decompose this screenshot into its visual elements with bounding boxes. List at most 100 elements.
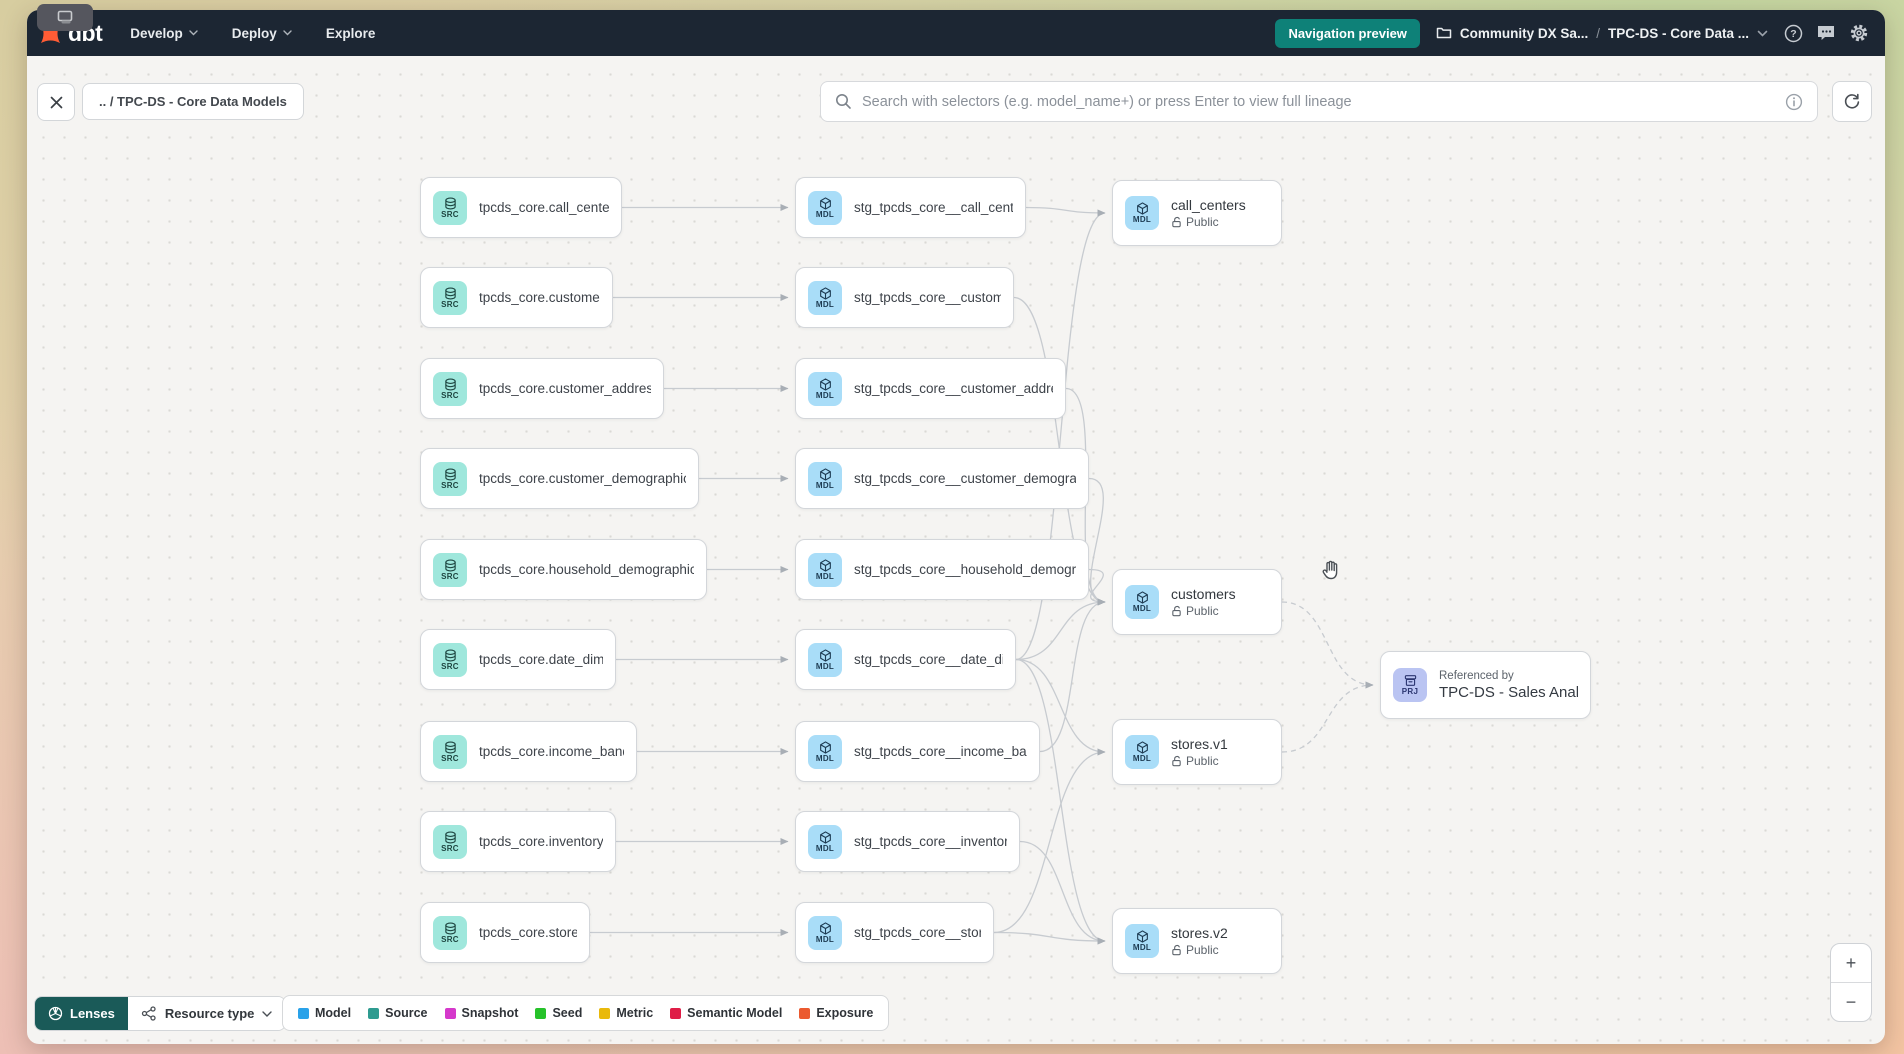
edge-stg-call-center-to-mdl-call-centers [1025,206,1106,217]
model-icon: MDL [1125,196,1159,230]
search-input[interactable] [862,93,1775,110]
navigation-preview-button[interactable]: Navigation preview [1275,18,1420,48]
settings-gear-icon[interactable] [1849,23,1869,43]
cube-icon [1136,741,1148,754]
nav-item-explore[interactable]: Explore [326,26,376,41]
model-icon: MDL [808,461,842,496]
lineage-node-stg-customer[interactable]: MDL stg_tpcds_core__customer [795,267,1014,328]
legend-swatch [298,1007,309,1019]
legend-label: Snapshot [461,1006,519,1020]
edge-stg-inventory-to-mdl-stores-v2 [1019,840,1106,945]
node-label: tpcds_core.date_dim [479,652,603,667]
chevron-down-icon[interactable] [1757,30,1768,37]
main-menu: Develop Deploy Explore [130,26,375,41]
model-icon: MDL [808,552,842,587]
lineage-breadcrumb-chip[interactable]: .. / TPC-DS - Core Data Models [82,83,304,120]
node-badge: MDL [1132,604,1152,613]
zoom-in-button[interactable]: + [1831,944,1871,983]
model-icon: MDL [1125,735,1159,769]
legend-item-snapshot: Snapshot [444,1006,519,1020]
edge-stg-date-dim-to-mdl-stores-v1 [1015,658,1106,756]
nav-item-label: Develop [130,25,183,41]
legend-item-metric: Metric [599,1006,653,1020]
node-label: stg_tpcds_core__customer [854,290,1001,305]
model-icon: MDL [1125,585,1159,619]
node-badge: SRC [441,571,459,581]
cube-icon [1136,202,1148,215]
node-label: tpcds_core.customer_demographics [479,471,686,486]
breadcrumb-separator: / [1596,25,1600,41]
legend-swatch [599,1007,611,1019]
model-icon: MDL [808,280,842,315]
source-icon: SRC [433,642,467,677]
database-icon [444,741,456,753]
node-label: stg_tpcds_core__income_band [854,744,1027,759]
feedback-icon[interactable] [1816,24,1836,42]
legend-label: Source [385,1006,428,1020]
legend-label: Exposure [816,1006,874,1020]
nav-item-deploy[interactable]: Deploy [232,26,292,41]
legend-item-exposure: Exposure [799,1006,873,1020]
lineage-search [820,81,1818,122]
legend-swatch [444,1007,456,1019]
close-lineage-button[interactable] [37,83,75,121]
nav-item-label: Deploy [231,25,277,41]
window-icon [57,10,73,24]
node-badge: MDL [815,390,835,400]
source-icon: SRC [433,915,467,950]
cube-icon [819,558,831,572]
legend-swatch [799,1007,811,1019]
node-badge: SRC [441,209,459,219]
chevron-down-icon [189,30,198,36]
lineage-node-stg-customer-address[interactable]: MDL stg_tpcds_core__customer_address [795,358,1066,419]
legend-label: Model [315,1006,352,1020]
node-badge: MDL [815,480,835,490]
legend-item-seed: Seed [535,1006,582,1020]
node-label: stg_tpcds_core__customer_address [854,381,1053,396]
node-subtitle: Referenced by [1439,669,1514,682]
node-label: call_centers [1171,197,1246,213]
breadcrumb-project[interactable]: Community DX Sa... [1459,25,1589,41]
node-access-badge: Public [1171,943,1228,957]
node-label: stg_tpcds_core__customer_demogra... [854,471,1076,486]
resource-type-dropdown[interactable]: Resource type [127,997,286,1030]
model-icon: MDL [808,642,842,677]
lineage-node-src-date-dim[interactable]: SRC tpcds_core.date_dim [420,629,616,690]
refresh-lineage-button[interactable] [1832,81,1872,122]
info-icon[interactable] [1785,93,1803,111]
help-icon[interactable]: ? [1784,24,1803,43]
public-lock-icon [1172,217,1181,228]
lineage-node-stg-customer-demographics[interactable]: MDL stg_tpcds_core__customer_demogra... [795,448,1089,509]
legend-label: Semantic Model [687,1006,783,1020]
nav-item-develop[interactable]: Develop [130,26,198,41]
model-icon: MDL [808,371,842,406]
node-badge: MDL [815,299,835,309]
search-icon [836,94,851,109]
breadcrumb-current[interactable]: TPC-DS - Core Data ... [1607,25,1749,41]
cube-icon [819,467,831,481]
lineage-edges [590,204,1374,945]
zoom-out-button[interactable]: − [1845,991,1857,1012]
lenses-button[interactable]: Lenses [35,997,128,1030]
public-lock-icon [1172,606,1181,617]
